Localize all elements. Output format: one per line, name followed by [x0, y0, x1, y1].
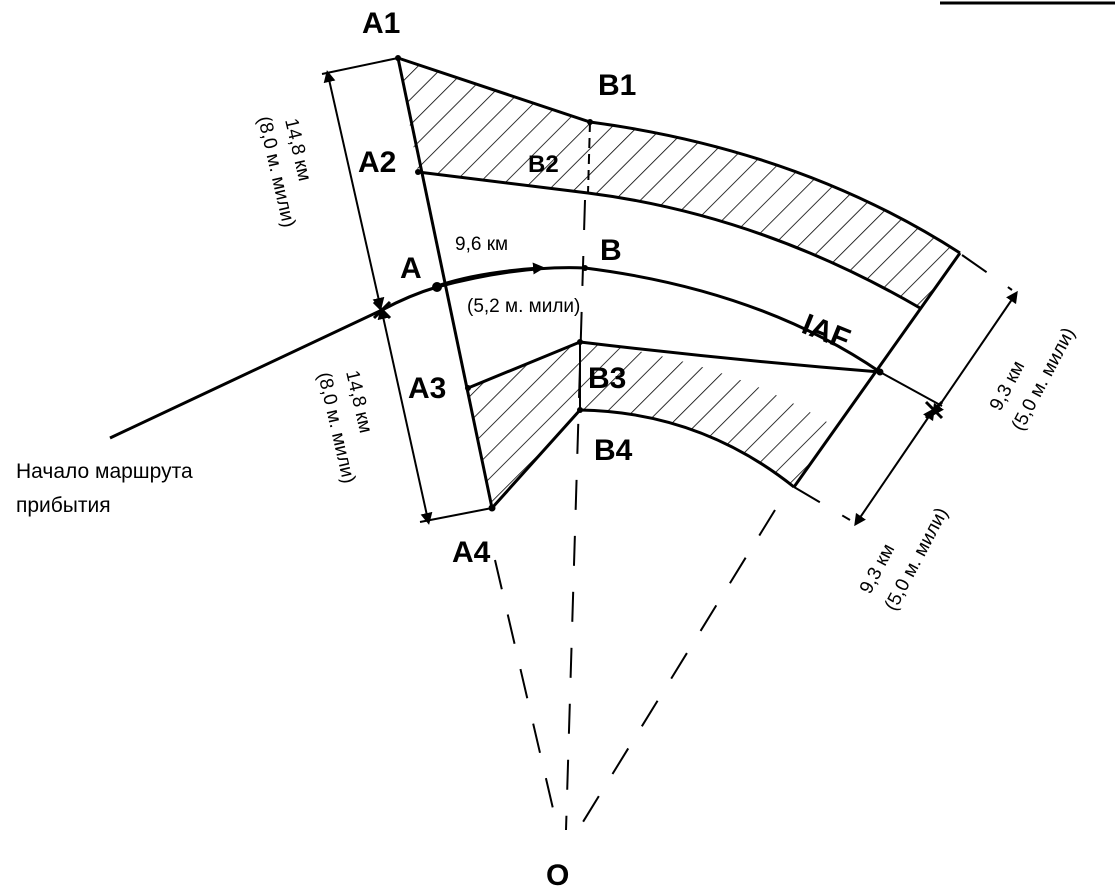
dimension-lower-ext	[419, 507, 493, 523]
annotation-line-2: прибытия	[16, 494, 111, 517]
dimension-right-mid-tick	[879, 371, 943, 407]
point-b4	[577, 407, 583, 413]
nominal-route-line	[109, 266, 881, 440]
label-a4: A4	[452, 536, 491, 569]
label-b: B	[600, 234, 622, 267]
route-start-marker	[372, 300, 392, 320]
dimension-lower-width	[377, 307, 433, 525]
outer-lower-boundary	[490, 408, 795, 510]
label-b1: B1	[598, 69, 636, 102]
inner-lower-boundary	[467, 340, 881, 390]
point-b	[582, 265, 588, 271]
point-iaf	[876, 368, 884, 376]
dashed-line-b-o	[565, 199, 586, 831]
distance-ab-nm: (5,2 м. мили)	[467, 296, 580, 317]
point-a3	[465, 385, 471, 391]
point-b3	[577, 339, 583, 345]
label-a: A	[400, 252, 422, 285]
lower-buffer-area	[468, 342, 837, 508]
distance-ab-km: 9,6 км	[455, 234, 508, 255]
point-a1	[395, 55, 401, 61]
dashed-line-a4-o	[494, 559, 559, 831]
dimension-upper-width	[323, 70, 385, 310]
label-a1: A1	[362, 7, 400, 40]
label-o: O	[546, 859, 569, 892]
point-a	[432, 282, 442, 292]
label-a2: A2	[358, 146, 396, 179]
label-a3: A3	[408, 372, 446, 405]
label-b4: B4	[594, 434, 633, 467]
dashed-line-right-ext	[961, 254, 1013, 291]
point-a2	[415, 169, 421, 175]
upper-buffer-area	[398, 58, 960, 308]
point-b1	[587, 119, 593, 125]
route-arrow	[439, 262, 545, 287]
dashed-line-right-o	[577, 509, 776, 831]
segment-b1-b2	[587, 121, 591, 194]
outer-upper-boundary	[397, 56, 961, 255]
label-b3: B3	[588, 362, 626, 395]
inner-upper-boundary	[417, 170, 921, 310]
dimension-right-lower	[854, 407, 935, 527]
dimension-right-upper	[932, 290, 1018, 417]
point-a4	[488, 504, 496, 512]
annotation-line-1: Начало маршрута	[16, 460, 193, 483]
right-dimension-marker	[924, 400, 944, 420]
label-b2: B2	[528, 151, 559, 178]
dashed-line-lower-ext	[793, 486, 851, 521]
dimension-upper-ext	[321, 57, 399, 75]
